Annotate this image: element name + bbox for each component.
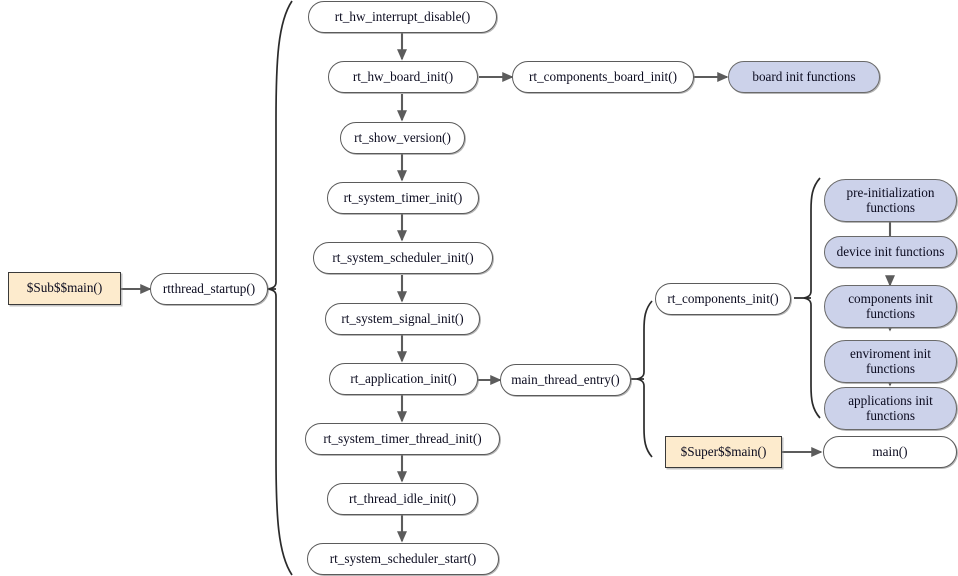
node-label: components init functions <box>848 290 933 322</box>
node-board-init-functions[interactable]: board init functions <box>728 61 880 93</box>
node-applications-init-functions[interactable]: applications init functions <box>824 387 957 430</box>
node-rt-system-scheduler-start[interactable]: rt_system_scheduler_start() <box>307 543 499 575</box>
node-label: applications init functions <box>848 392 933 424</box>
node-enviroment-init-functions[interactable]: enviroment init functions <box>824 340 957 383</box>
node-label-line2: functions <box>865 305 916 321</box>
node-label-line2: functions <box>865 360 916 376</box>
node-label-line2: functions <box>865 199 916 215</box>
node-super-main[interactable]: $Super$$main() <box>665 436 782 468</box>
node-device-init-functions[interactable]: device init functions <box>824 236 957 268</box>
node-label-line1: enviroment init <box>850 345 931 361</box>
node-rt-hw-interrupt-disable[interactable]: rt_hw_interrupt_disable() <box>308 1 497 33</box>
brace-init-functions <box>803 177 821 419</box>
node-label-line1: applications init <box>848 392 933 408</box>
node-pre-initialization-functions[interactable]: pre-initialization functions <box>824 179 957 222</box>
node-rt-components-board-init[interactable]: rt_components_board_init() <box>512 61 694 93</box>
node-label-line1: components init <box>848 290 933 306</box>
brace-main-thread <box>636 300 653 458</box>
node-rt-hw-board-init[interactable]: rt_hw_board_init() <box>328 61 478 93</box>
node-rt-thread-idle-init[interactable]: rt_thread_idle_init() <box>327 483 478 515</box>
node-label: pre-initialization functions <box>846 184 935 216</box>
node-main-thread-entry[interactable]: main_thread_entry() <box>500 364 631 396</box>
node-label-line1: pre-initialization <box>846 184 935 200</box>
node-rt-components-init[interactable]: rt_components_init() <box>655 283 791 315</box>
brace-startup-sequence <box>267 0 293 576</box>
node-rtthread-startup[interactable]: rtthread_startup() <box>150 273 268 305</box>
node-main[interactable]: main() <box>823 436 957 468</box>
node-label-line2: functions <box>865 407 916 423</box>
node-rt-system-timer-init[interactable]: rt_system_timer_init() <box>327 182 479 214</box>
node-rt-system-signal-init[interactable]: rt_system_signal_init() <box>325 303 480 335</box>
node-rt-application-init[interactable]: rt_application_init() <box>329 363 478 395</box>
node-rt-show-version[interactable]: rt_show_version() <box>340 122 465 154</box>
node-sub-main[interactable]: $Sub$$main() <box>8 272 121 305</box>
node-components-init-functions[interactable]: components init functions <box>824 285 957 328</box>
node-rt-system-scheduler-init[interactable]: rt_system_scheduler_init() <box>313 242 493 274</box>
node-rt-system-timer-thread-init[interactable]: rt_system_timer_thread_init() <box>305 423 500 455</box>
node-label: enviroment init functions <box>850 345 931 377</box>
